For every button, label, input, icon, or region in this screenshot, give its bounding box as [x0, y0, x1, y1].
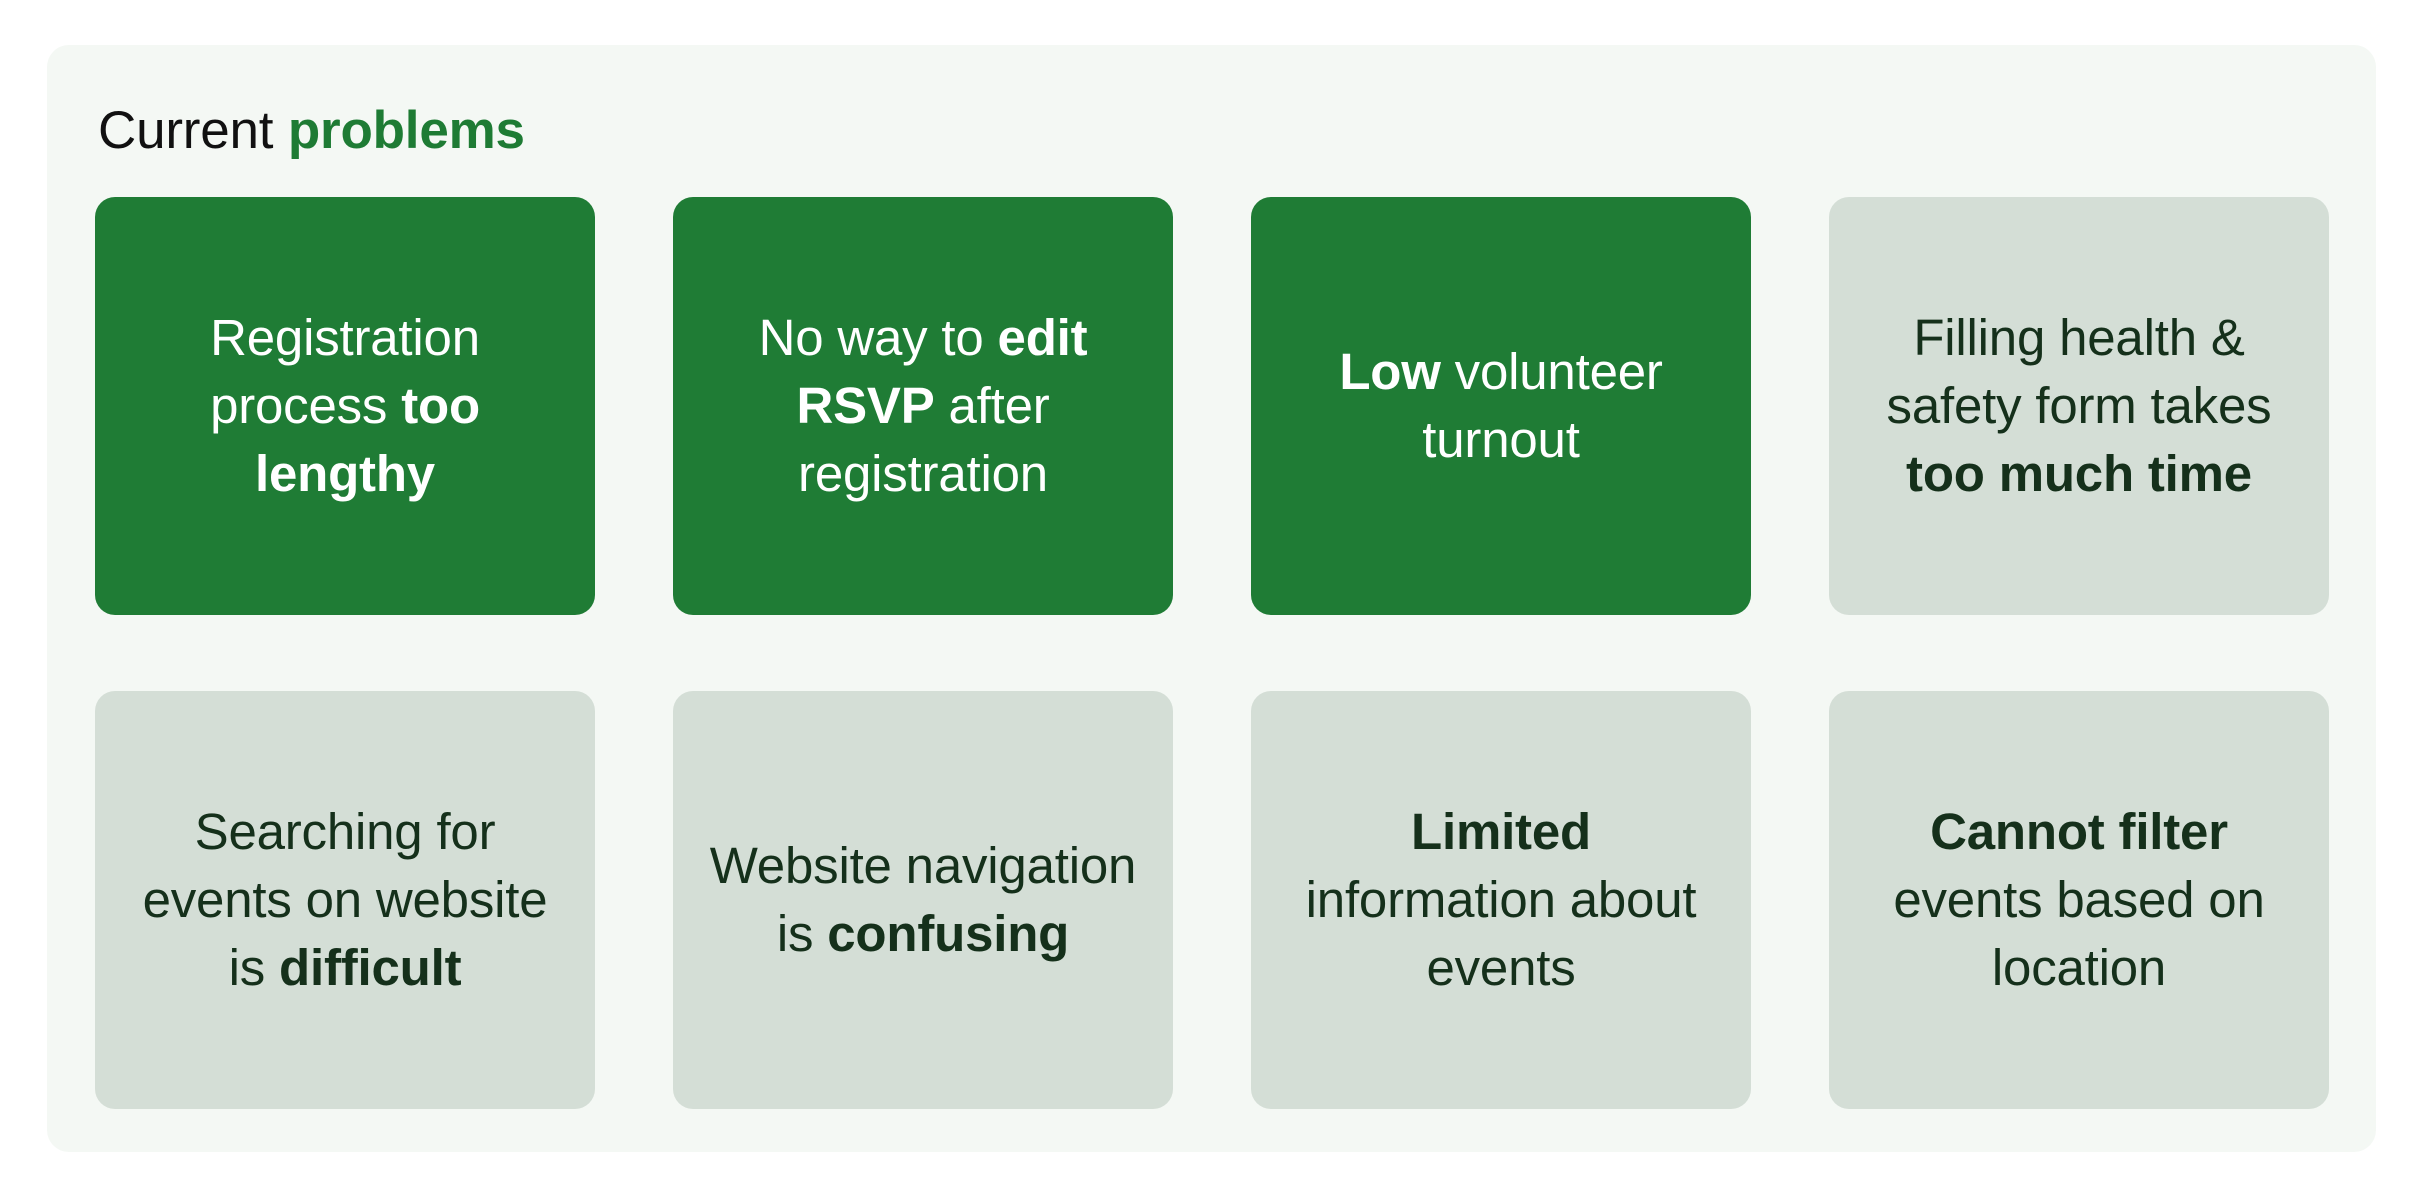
problem-card-segment: No way to: [758, 309, 998, 367]
problem-card-cannot-filter-events-based-on-location[interactable]: Cannot filter events based on location: [1829, 691, 2329, 1109]
problem-card-segment: after registration: [798, 377, 1050, 502]
problem-card-segment: information about events: [1305, 871, 1697, 996]
problem-card-text: Website navigation is confusing: [708, 832, 1138, 968]
problem-card-segment: Searching for events on website is: [142, 803, 548, 996]
page-title-plain: Current: [98, 101, 274, 160]
problem-card-text: Limited information about events: [1286, 798, 1716, 1001]
problem-card-text: Searching for events on website is diffi…: [130, 798, 560, 1001]
problem-card-website-navigation-is-confusing[interactable]: Website navigation is confusing: [673, 691, 1173, 1109]
problem-card-segment: Filling health & safety form takes: [1886, 309, 2272, 435]
problem-card-segment: Website navigation is: [709, 837, 1137, 962]
page-title: Current problems: [98, 101, 525, 162]
problem-card-segment: Low: [1339, 343, 1441, 401]
problem-card-segment: confusing: [827, 905, 1070, 962]
problem-card-segment: Limited: [1411, 803, 1591, 861]
problem-card-text: No way to edit RSVP after registration: [708, 304, 1138, 507]
problem-card-health-safety-form-takes-too-much-time[interactable]: Filling health & safety form takes too m…: [1829, 197, 2329, 615]
problem-card-text: Registration process too lengthy: [130, 304, 560, 507]
problem-card-segment: Registration process: [210, 309, 480, 435]
problem-card-segment: difficult: [279, 938, 462, 996]
problem-card-registration-process-too-lengthy[interactable]: Registration process too lengthy: [95, 197, 595, 615]
problem-card-segment: too lengthy: [255, 377, 480, 502]
problem-card-text: Low volunteer turnout: [1286, 338, 1716, 474]
page-title-accent: problems: [287, 101, 525, 160]
problem-card-segment: too much time: [1906, 444, 2252, 502]
problem-card-limited-information-about-events[interactable]: Limited information about events: [1251, 691, 1751, 1109]
problem-card-segment: events based on location: [1893, 871, 2265, 996]
problem-card-low-volunteer-turnout[interactable]: Low volunteer turnout: [1251, 197, 1751, 615]
problem-card-text: Cannot filter events based on location: [1864, 798, 2294, 1001]
current-problems-board: Current problems Registration process to…: [47, 45, 2376, 1152]
problem-card-segment: edit RSVP: [796, 309, 1088, 435]
problem-card-segment: volunteer turnout: [1422, 343, 1663, 468]
problem-card-segment: Cannot filter: [1930, 803, 2228, 861]
problem-card-text: Filling health & safety form takes too m…: [1864, 304, 2294, 507]
problem-card-grid: Registration process too lengthy No way t…: [95, 197, 2329, 1109]
problem-card-no-way-to-edit-rsvp-after-registration[interactable]: No way to edit RSVP after registration: [673, 197, 1173, 615]
problem-card-searching-for-events-is-difficult[interactable]: Searching for events on website is diffi…: [95, 691, 595, 1109]
